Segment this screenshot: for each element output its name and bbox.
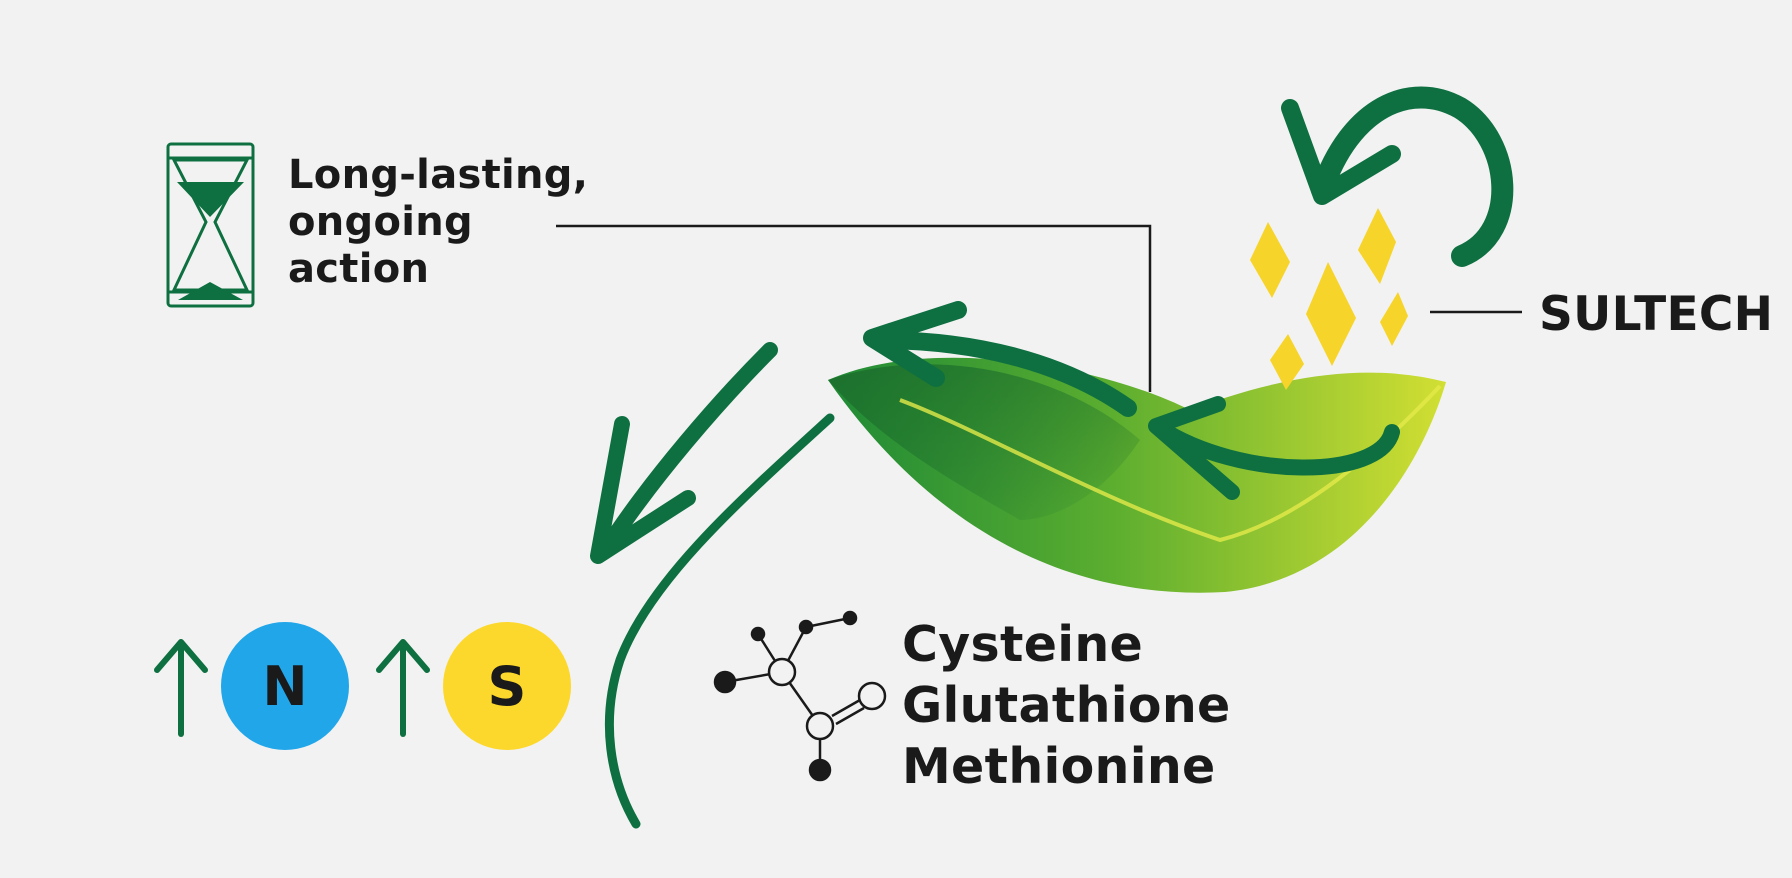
nitrogen-circle <box>221 622 349 750</box>
leaf-arrow-upper <box>863 301 1137 417</box>
amino-acid-cysteine: Cysteine <box>902 616 1144 673</box>
long-lasting-label: Long-lasting, ongoing action <box>288 152 608 293</box>
long-lasting-line-3: action <box>288 246 430 292</box>
root-curve <box>604 413 835 829</box>
sulfur-letter: S <box>487 654 527 718</box>
nitrogen-letter: N <box>262 654 308 718</box>
hourglass-icon <box>166 142 255 308</box>
up-arrow-icon <box>154 639 208 737</box>
connector-line <box>556 224 1152 392</box>
molecule-icon <box>713 610 887 782</box>
amino-acid-methionine: Methionine <box>902 738 1216 795</box>
long-lasting-line-2: ongoing <box>288 199 473 245</box>
leaf-illustration <box>828 357 1446 593</box>
sulfur-granules <box>1250 208 1408 390</box>
long-lasting-line-1: Long-lasting, <box>288 152 589 198</box>
leaf-arrow-lower <box>1148 396 1400 500</box>
uptake-arrow <box>590 342 778 564</box>
sulfur-circle <box>443 622 571 750</box>
amino-acid-glutathione: Glutathione <box>902 677 1231 734</box>
up-arrow-icon <box>376 639 430 737</box>
sultech-label: SULTECH <box>1539 287 1774 342</box>
amino-acid-list: Cysteine Glutathione Methionine <box>902 614 1231 797</box>
curved-arrow-icon <box>1281 86 1514 267</box>
